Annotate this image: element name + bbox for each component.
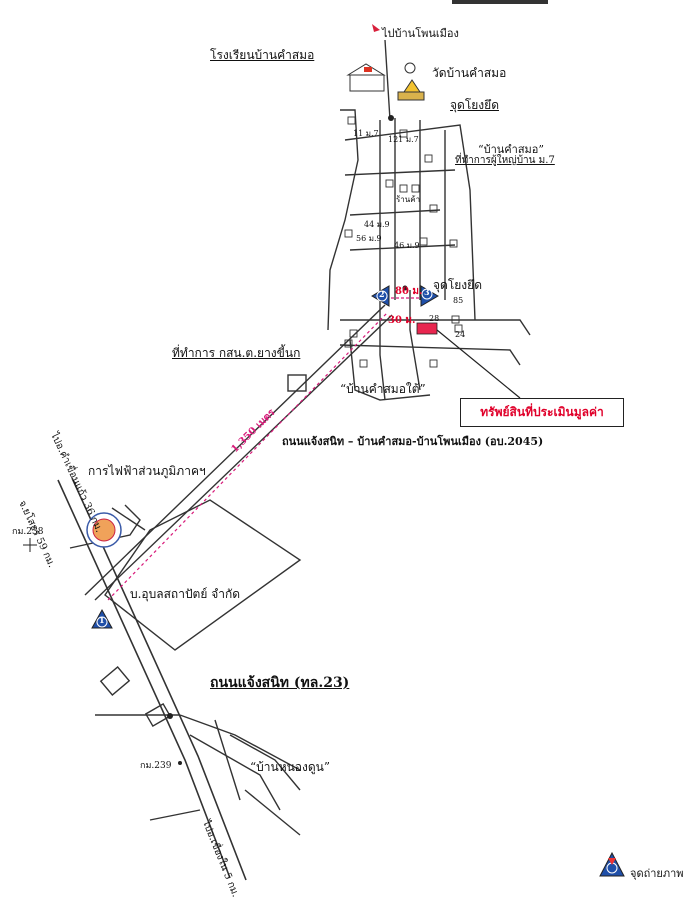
- ref-point-top: [388, 115, 394, 121]
- label-school: โรงเรียนบ้านคำสมอ: [210, 48, 315, 62]
- north-arrow-icon: [372, 24, 380, 32]
- label-well: ร้านค้า: [396, 195, 421, 204]
- subject-leader-line: [436, 329, 521, 399]
- label-house-121: 121 ม.7: [388, 135, 419, 144]
- label-km239: กม.239: [140, 761, 172, 771]
- label-house-44: 44 ม.9: [364, 220, 390, 229]
- village-road-8: [340, 319, 531, 336]
- village-road-12: [349, 339, 431, 401]
- house-markers: [344, 116, 463, 368]
- photo-legend-icon: [599, 851, 625, 877]
- label-pea: การไฟฟ้าส่วนภูมิภาคฯ: [88, 464, 206, 478]
- label-dist-30: 30 ม.: [388, 315, 416, 326]
- label-house-46: 46 ม.9: [394, 241, 420, 250]
- label-photo-point: จุดถ่ายภาพ: [630, 867, 684, 880]
- label-house-11: 11 ม.7: [353, 129, 379, 138]
- village-road-5: [344, 169, 456, 176]
- label-house-24: 24: [455, 330, 466, 339]
- subject-property-label: ทรัพย์สินที่ประเมินมูลค่า: [460, 398, 624, 427]
- road-network: [57, 39, 531, 881]
- label-top-title: ไปบ้านโพนเมือง: [382, 27, 459, 40]
- label-dist-80: 80 ม.: [395, 286, 423, 297]
- building-kasan: [287, 374, 307, 392]
- km239-dot: [178, 761, 182, 765]
- building-south: [99, 666, 131, 696]
- temple-icon: [397, 62, 425, 101]
- label-village-khamsamo: “บ้านคำสมอ”: [478, 143, 545, 156]
- label-local-road: ถนนแจ้งสนิท – บ้านคำสมอ-บ้านโพนเมือง (อบ…: [282, 435, 544, 448]
- subject-property-plot: [416, 322, 438, 335]
- label-house-56: 56 ม.9: [356, 234, 382, 243]
- label-ref-mid: จุดโยงยึด: [433, 278, 482, 292]
- local-road: [84, 304, 386, 596]
- school-icon: [346, 63, 386, 92]
- header-bar: [452, 0, 548, 4]
- building-company: [144, 702, 172, 728]
- label-temple: วัดบ้านคำสมอ: [432, 66, 507, 80]
- highway-road-edge: [71, 477, 247, 881]
- village-road-4: [344, 124, 476, 321]
- highway-road: [57, 479, 231, 879]
- photo-marker-3-icon: [420, 285, 439, 307]
- label-company: บ.อุบลสถาปัตย์ จำกัด: [130, 587, 241, 601]
- marker-2-label: 2: [379, 289, 385, 299]
- label-house-28: 28: [429, 314, 440, 323]
- south-road-6: [149, 809, 201, 821]
- label-kasan-office: ที่ทำการ กสน.ต.ยางขี้นก: [172, 346, 301, 360]
- south-road-3: [189, 734, 281, 811]
- km238-marker: [23, 538, 37, 552]
- label-ref-top: จุดโยงยึด: [450, 98, 499, 112]
- marker-1-label: 1: [99, 615, 105, 625]
- village-road-9: [339, 344, 521, 366]
- photo-marker-2-icon: [371, 285, 390, 307]
- photo-marker-1-icon: [91, 608, 113, 629]
- highway-dot: [167, 713, 173, 719]
- marker-3-label: 3: [424, 287, 430, 297]
- label-nongdun: “บ้านหนองดูน”: [250, 760, 331, 774]
- south-road-2: [179, 714, 301, 771]
- lane-left: [111, 507, 146, 531]
- label-headman-office: ที่ทำการผู้ใหญ่บ้าน ม.7: [455, 155, 555, 166]
- label-km238: กม.238: [12, 527, 44, 537]
- village-road-11: [409, 290, 421, 391]
- south-road-5: [229, 734, 301, 791]
- village-road-3: [327, 109, 359, 331]
- distance-route: [107, 311, 389, 601]
- village-road-6: [349, 209, 441, 216]
- local-road-edge: [94, 314, 393, 601]
- label-khamsamo-tai: “บ้านคำสมอใต้”: [340, 382, 426, 396]
- village-road-1: [379, 120, 386, 401]
- south-road-4: [214, 719, 241, 801]
- village-road-7: [349, 244, 456, 251]
- label-highway: ถนนแจ้งสนิท (ทล.23): [210, 675, 350, 691]
- label-house-85: 85: [453, 296, 464, 305]
- north-road: [384, 39, 391, 121]
- ref-point-mid: [402, 285, 408, 291]
- south-road-7: [244, 789, 301, 836]
- company-plot: [104, 499, 302, 651]
